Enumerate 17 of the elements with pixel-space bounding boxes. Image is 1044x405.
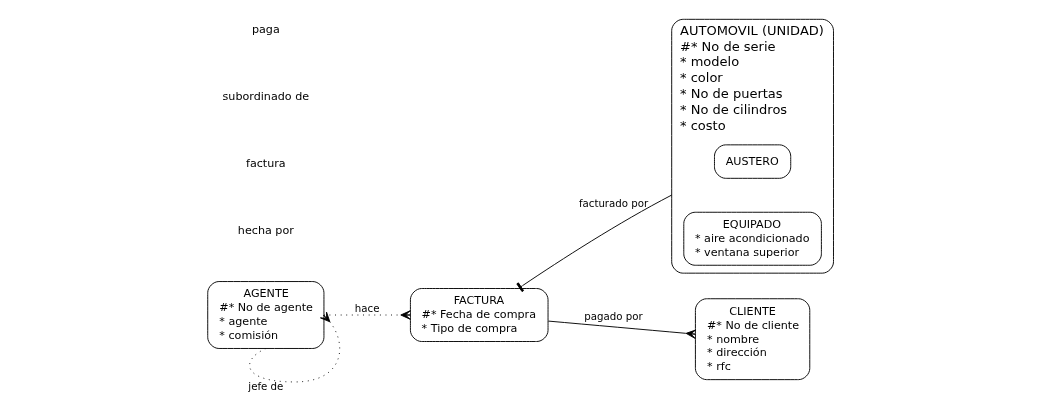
node-box: AUSTERO [714, 144, 792, 179]
edge-label: pagado por [584, 311, 643, 323]
edge-label: facturado por [578, 197, 649, 209]
edge-label: hace [354, 303, 380, 315]
label: paga [251, 23, 280, 37]
label: hecha por [237, 224, 294, 238]
node-box: CLIENTE #* No de cliente * nombre * dirección * rfc [694, 298, 811, 381]
connector [547, 320, 697, 339]
node-box: AGENTE #* No de agente * agente * comisión [207, 281, 325, 349]
connector [516, 194, 673, 293]
label: factura [245, 157, 286, 171]
node-box: FACTURA #* Fecha de compra * Tipo de compra [409, 288, 549, 342]
connector [249, 311, 341, 383]
node-box: EQUIPADO * aire acondicionado * ventana superior [683, 211, 822, 266]
label: subordinado de [222, 90, 310, 104]
connector [323, 310, 411, 320]
edge-label: jefe de [248, 381, 284, 393]
